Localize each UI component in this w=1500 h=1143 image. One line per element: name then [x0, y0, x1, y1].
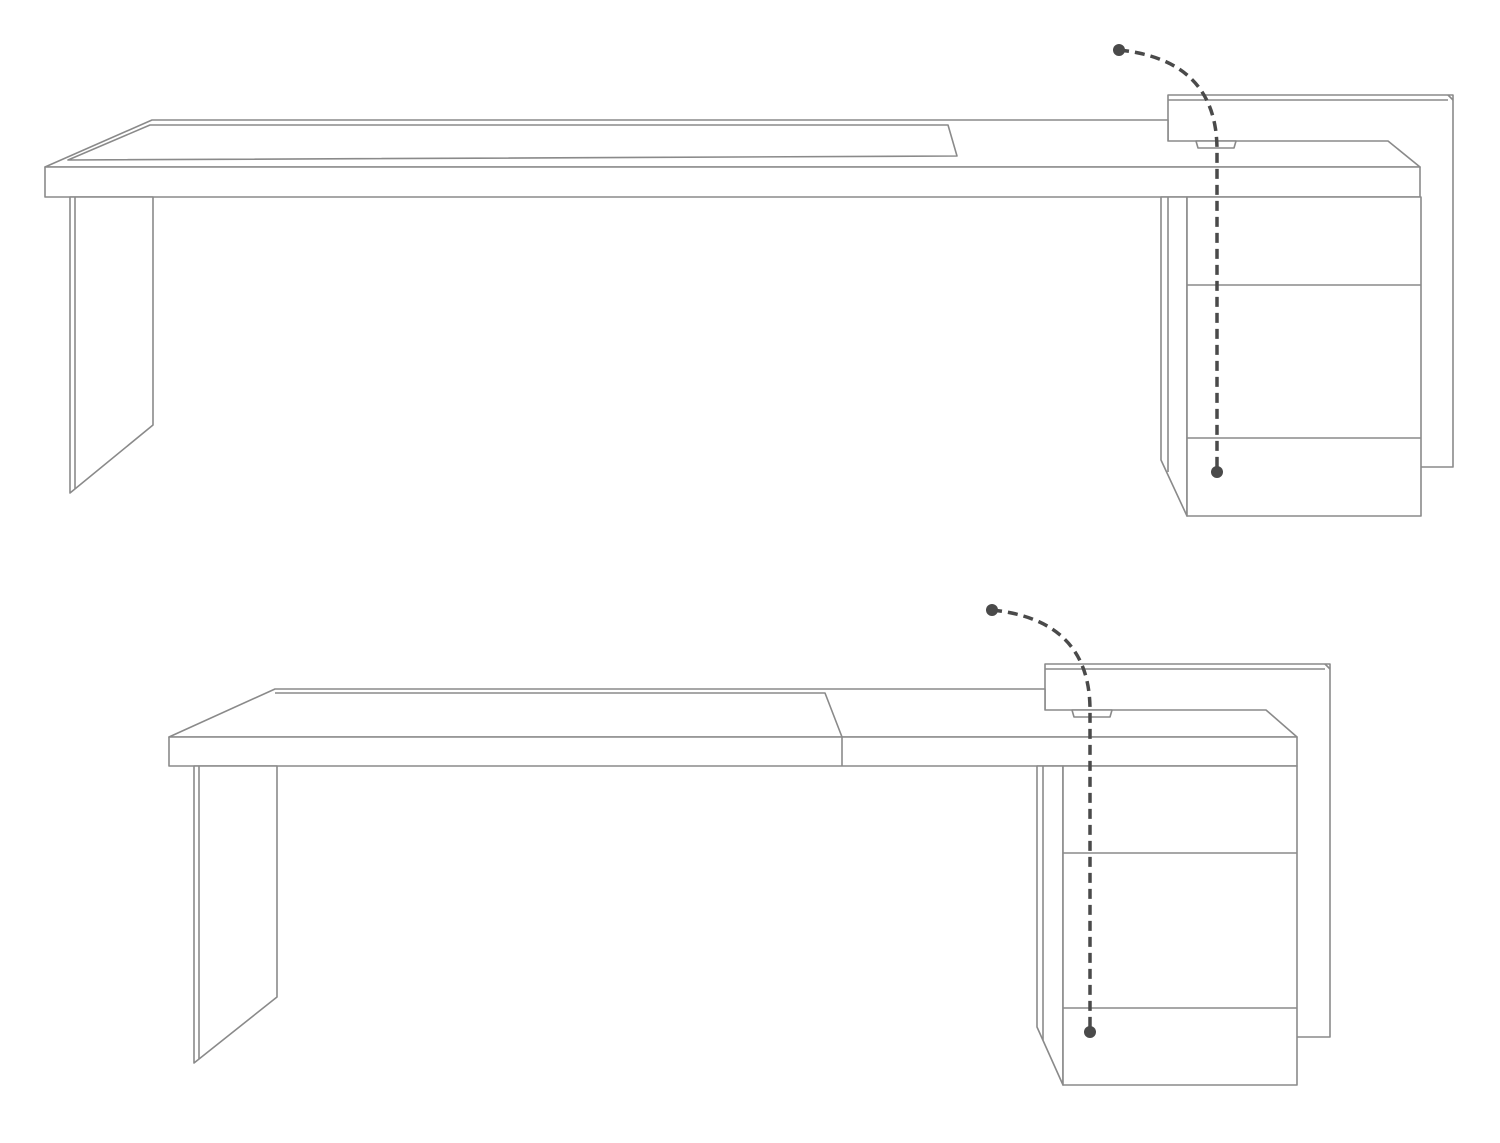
- cable-end-dot: [1211, 466, 1223, 478]
- cable-start-dot: [1113, 44, 1125, 56]
- desk-leg: [69, 196, 154, 494]
- desk-bottom-configuration: [168, 604, 1331, 1086]
- cabinet-side: [1036, 765, 1064, 1086]
- cable-clip: [1071, 709, 1113, 718]
- cabinet-side: [1160, 196, 1188, 517]
- cable-start-dot: [986, 604, 998, 616]
- cable-path-dashed: [991, 608, 1092, 1032]
- cabinet-front: [1062, 765, 1298, 1086]
- desk-top-surface: [168, 688, 1298, 738]
- cable-path-dashed: [1118, 48, 1219, 472]
- cable-end-dot: [1084, 1026, 1096, 1038]
- desk-top-configuration: [44, 44, 1454, 517]
- desk-front-edge: [44, 166, 1421, 198]
- desk-leg: [193, 765, 278, 1064]
- desk-inset-panel: [275, 692, 843, 738]
- desk-inset-panel: [67, 124, 958, 161]
- desk-front-edge: [168, 736, 1298, 767]
- cabinet-front: [1186, 196, 1422, 517]
